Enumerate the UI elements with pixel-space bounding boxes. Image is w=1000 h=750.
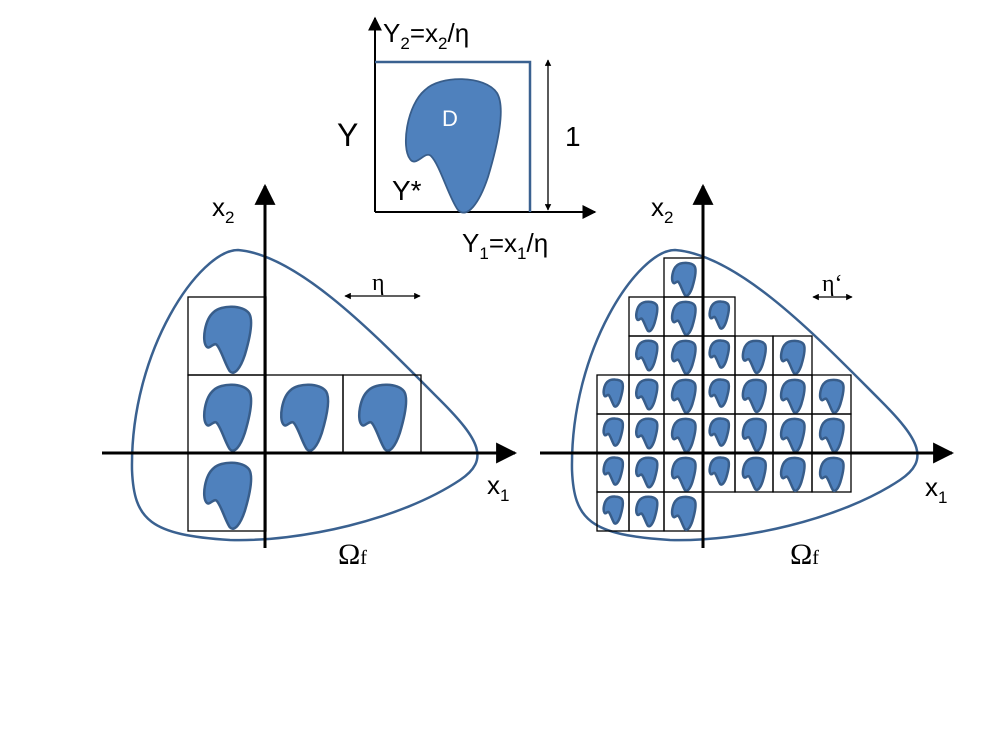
unit-cell-panel: D Y Y* 1 Y2=x2/η Y1=x1/η (337, 18, 597, 263)
inclusion-blob (359, 385, 406, 451)
inclusion-blob (604, 458, 623, 485)
inclusion-blob (636, 380, 657, 410)
inclusion-blob (781, 341, 804, 374)
inclusion-blob (781, 419, 804, 452)
inclusion-blob (781, 380, 804, 413)
inclusion-blob (636, 341, 657, 371)
x1-label: x1 (925, 472, 947, 507)
inclusion-blob (204, 463, 251, 529)
inclusion-blob (710, 341, 729, 368)
inclusion-blob (743, 419, 766, 451)
inclusion-blob (672, 263, 695, 296)
cell-label: Y (337, 117, 358, 153)
periodic-cells (188, 297, 421, 531)
x2-label: x2 (212, 192, 234, 227)
fine-domain-panel: η‘ x2 x1 Ωf (540, 183, 955, 571)
domain-boundary (570, 248, 919, 542)
inclusion-blob (710, 380, 729, 407)
inclusion-blob (604, 419, 623, 446)
inclusion-blob (710, 302, 729, 329)
inclusion-blob (636, 419, 657, 449)
inclusion-blob (672, 458, 695, 491)
fluid-label: Y* (392, 175, 422, 206)
unit-cell-boundary (375, 60, 532, 212)
inclusion-blob (204, 385, 251, 451)
inclusion-blob (672, 497, 695, 530)
inclusion-blob (204, 307, 251, 373)
size-label: 1 (565, 121, 581, 152)
inclusion-blob (604, 497, 623, 524)
x1-label: x1 (487, 470, 509, 505)
coarse-domain-panel: η x2 x1 Ωf (102, 183, 518, 571)
domain-label: Ωf (338, 538, 367, 571)
inclusion-blob (281, 385, 328, 451)
inclusion-blob (672, 380, 695, 413)
domain-boundary (130, 248, 479, 542)
domain-label: Ωf (790, 538, 819, 571)
inclusion-label: D (442, 106, 458, 131)
y2-axis-label: Y2=x2/η (383, 18, 469, 53)
inclusion-blob (710, 458, 729, 485)
scale-label: η‘ (822, 271, 843, 297)
x2-label: x2 (651, 192, 673, 227)
scale-label: η (372, 270, 385, 296)
inclusion-blob (672, 419, 695, 452)
inclusion-blob (820, 419, 843, 452)
inclusion-blob (743, 341, 766, 373)
inclusion-blob (636, 302, 657, 332)
inclusion-blob (743, 458, 766, 490)
inclusion-blob (636, 458, 657, 488)
inclusion-blob (781, 458, 804, 491)
inclusion-blob (672, 302, 695, 335)
inclusion-blob (672, 341, 695, 374)
inclusion-blob (820, 380, 843, 413)
inclusion-blob (604, 380, 623, 407)
inclusion-blob (636, 497, 657, 527)
y1-axis-label: Y1=x1/η (462, 228, 548, 263)
inclusion-blob (710, 419, 729, 446)
inclusion-blob (743, 380, 766, 412)
inclusion-blob (820, 458, 843, 491)
periodic-cells (597, 258, 851, 531)
